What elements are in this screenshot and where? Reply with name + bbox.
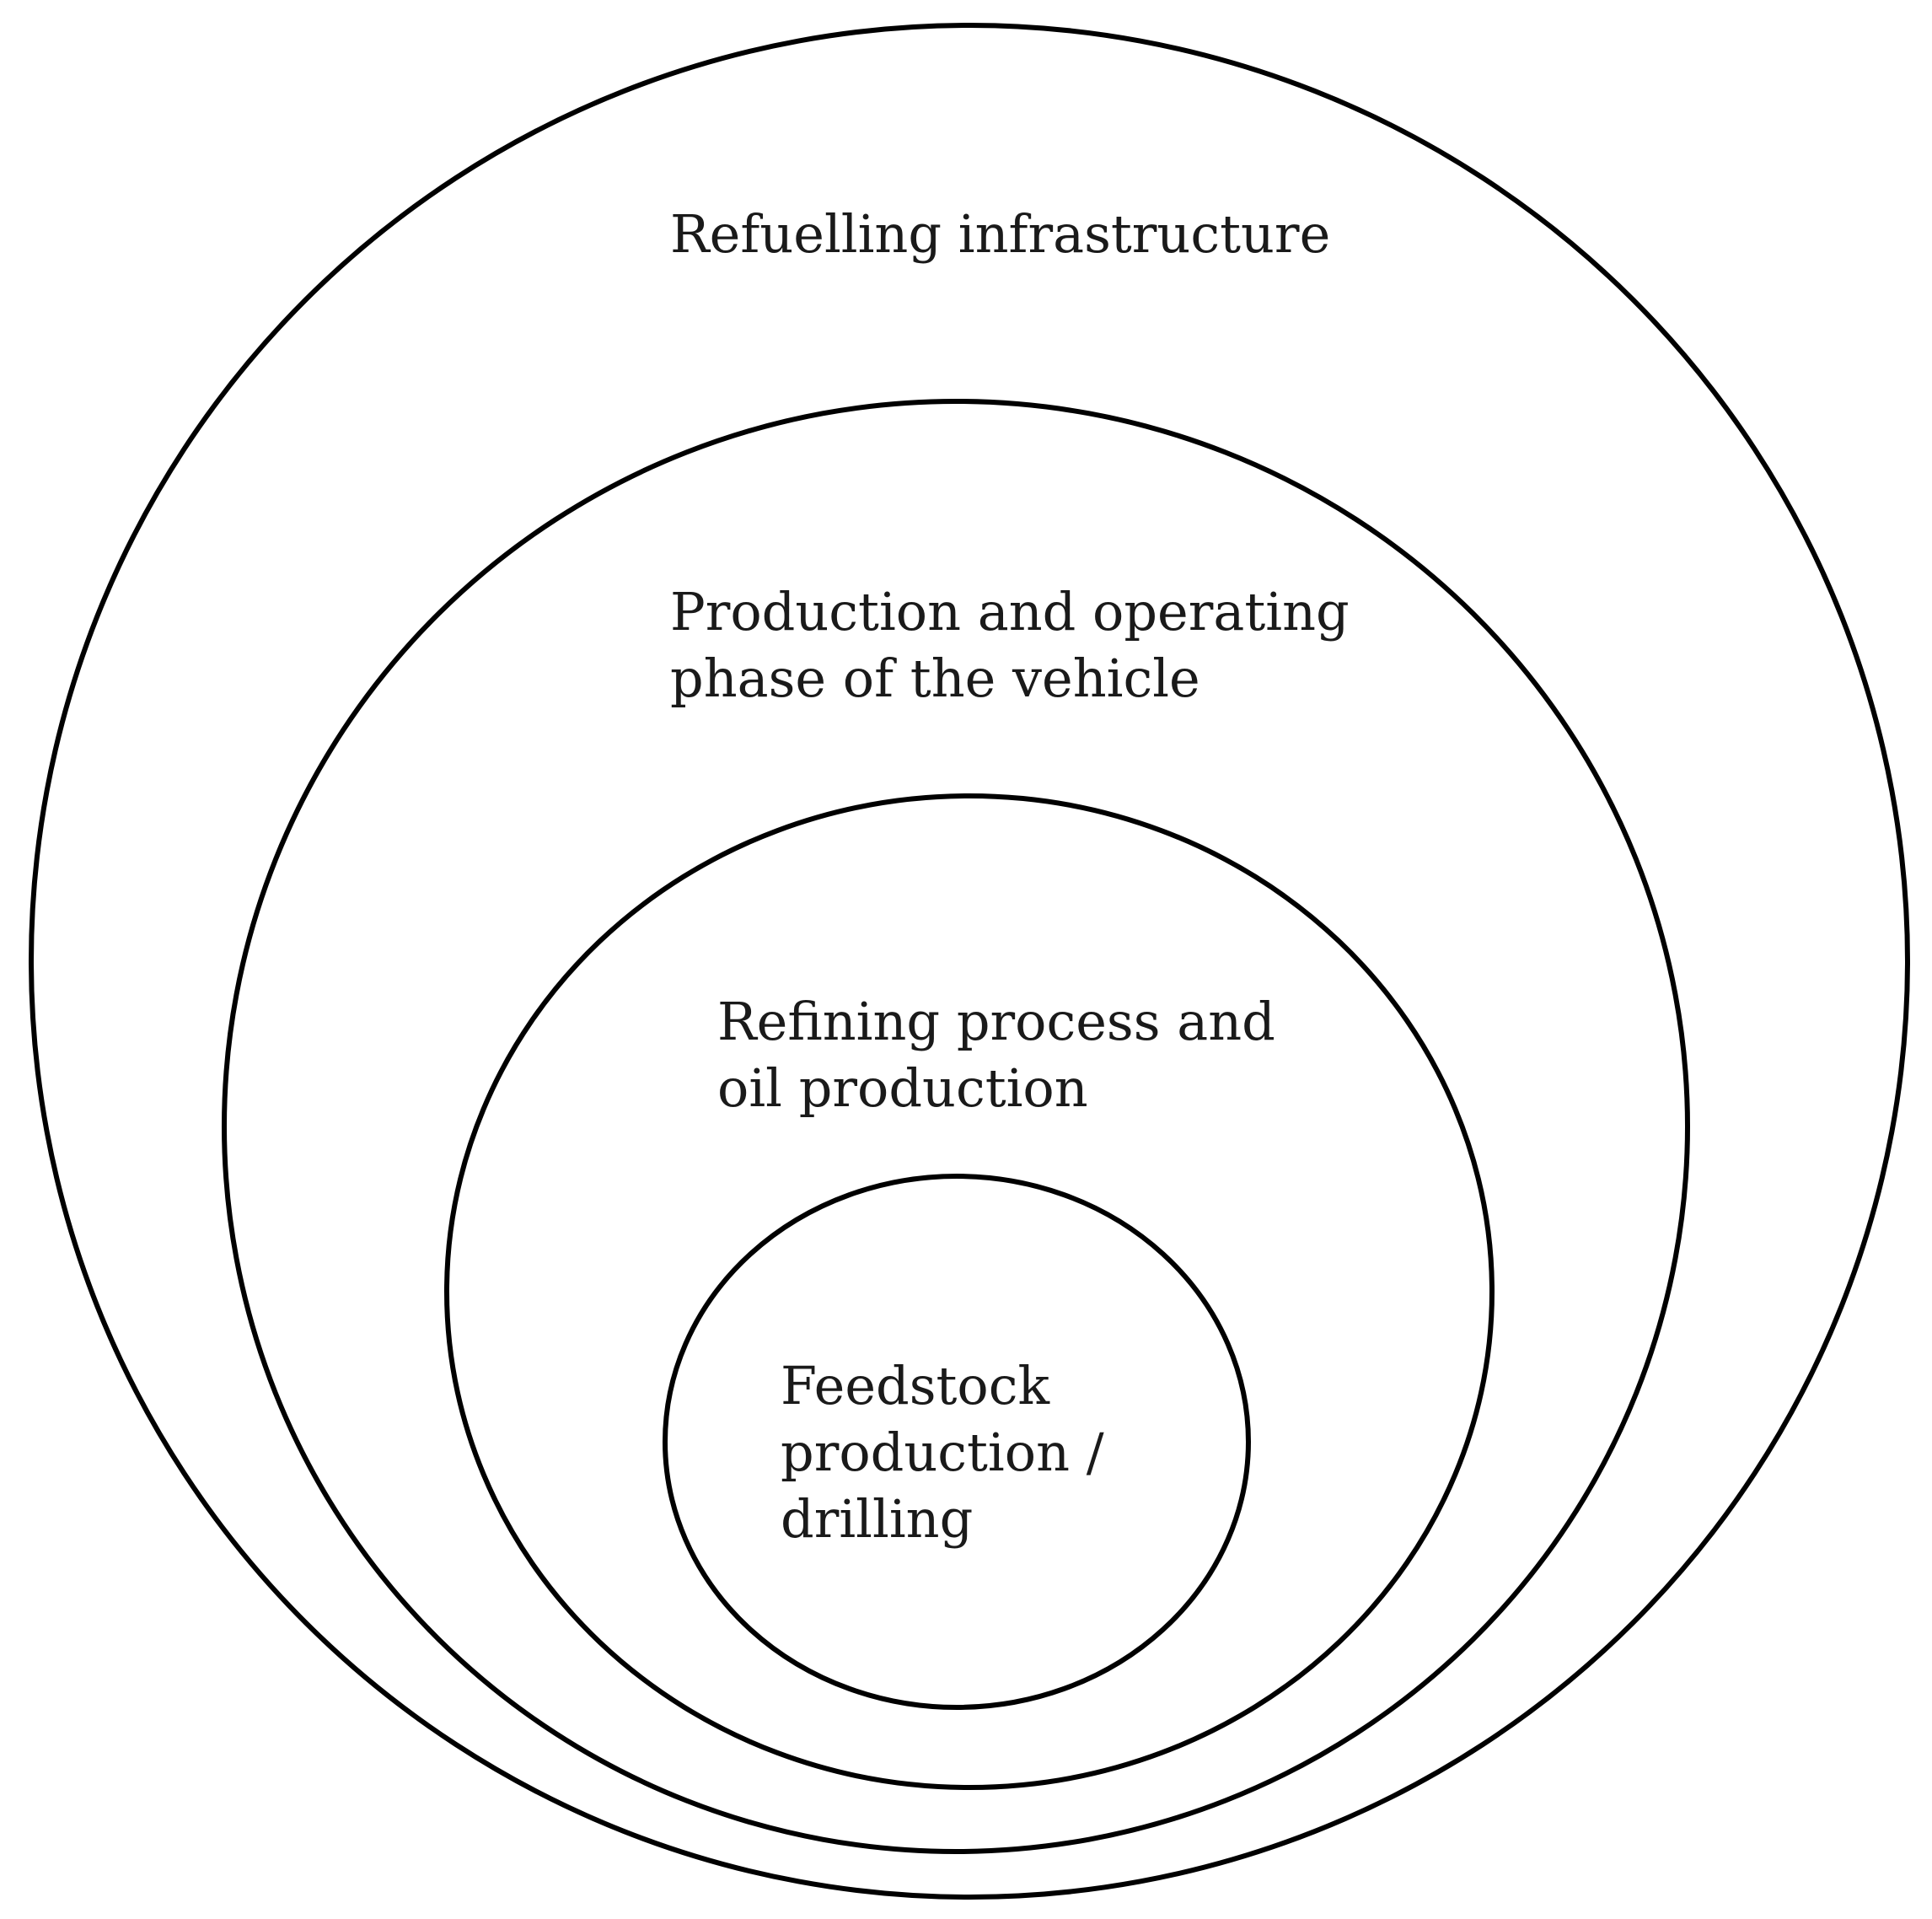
circle-feedstock-production	[663, 1174, 1251, 1710]
label-line: Feedstock	[781, 1355, 1050, 1416]
label-refining-process: Refining process and oil production	[717, 988, 1275, 1121]
label-line: production /	[781, 1422, 1104, 1483]
label-line: oil production	[717, 1057, 1088, 1119]
circle-production-operating-phase	[222, 399, 1690, 1854]
label-line: Refuelling infrastructure	[670, 203, 1331, 265]
label-line: drilling	[781, 1488, 974, 1550]
label-refuelling-infrastructure: Refuelling infrastructure	[670, 201, 1330, 267]
label-line: Production and operating	[670, 581, 1350, 642]
label-production-operating-phase: Production and operating phase of the ve…	[670, 578, 1350, 712]
label-feedstock-production: Feedstock production / drilling	[781, 1352, 1104, 1552]
circle-refining-process	[444, 793, 1495, 1790]
label-line: Refining process and	[717, 991, 1275, 1052]
label-line: phase of the vehicle	[670, 648, 1200, 709]
circle-refuelling-infrastructure	[29, 23, 1910, 1900]
